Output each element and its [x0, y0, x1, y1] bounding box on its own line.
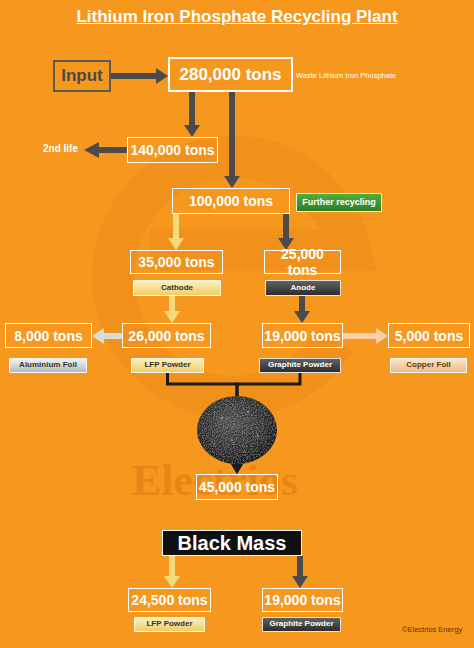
outlet-label: 2nd life [43, 143, 78, 154]
powder-speck [257, 435, 259, 437]
second-life-arrow-shaft [98, 147, 127, 153]
box-caption: Waste Lithium Iron Phosphate [296, 70, 396, 79]
box-text: 19,000 tons [264, 592, 340, 608]
material-tag: LFP Powder [131, 358, 204, 373]
quantity-box: 35,000 tons [130, 250, 223, 274]
quantity-box: 19,000 tons [262, 323, 343, 348]
quantity-box: 25,000 tons [264, 250, 341, 274]
material-tag: Copper Foil [390, 358, 467, 373]
quantity-box: 45,000 tons [196, 474, 278, 500]
process-tag: Further recycling [296, 193, 382, 212]
quantity-box: 8,000 tons [5, 323, 92, 348]
box-text: Cathode [161, 284, 193, 292]
box-text: Copper Foil [406, 361, 450, 369]
material-tag: Anode [265, 280, 341, 296]
box-text: 140,000 tons [130, 142, 214, 158]
box-text: 25,000 tons [265, 246, 340, 278]
box-text: Black Mass [178, 532, 287, 555]
box-text: 100,000 tons [189, 193, 273, 209]
box-text: 26,000 tons [128, 328, 204, 344]
box-text: Further recycling [302, 198, 376, 207]
powder-speck [213, 443, 215, 445]
powder-speck [243, 451, 245, 453]
flow-arrow [102, 333, 122, 339]
flow-arrow [173, 214, 179, 240]
copyright-note: ©Electrios Energy [402, 625, 462, 634]
black-mass-box: Black Mass [162, 530, 302, 556]
powder-pile [197, 396, 277, 464]
quantity-box: 5,000 tons [388, 323, 470, 348]
box-text: Graphite Powder [268, 361, 332, 369]
box-text: LFP Powder [146, 620, 192, 628]
flow-arrow [111, 73, 158, 79]
powder-texture [197, 396, 277, 464]
flow-arrow [229, 92, 235, 178]
flow-arrow [169, 296, 175, 313]
flow-arrow [169, 556, 175, 578]
powder-speck [231, 439, 234, 442]
powder-speck [247, 411, 249, 413]
box-text: 280,000 tons [179, 65, 281, 85]
quantity-box: 24,500 tons [128, 588, 211, 612]
quantity-box: 19,000 tons [262, 588, 343, 612]
flow-arrow [189, 92, 195, 127]
box-text: 19,000 tons [264, 328, 340, 344]
diagram-title: Lithium Iron Phosphate Recycling Plant [0, 7, 474, 27]
box-text: LFP Powder [144, 361, 190, 369]
material-tag: LFP Powder [134, 617, 205, 632]
box-text: Input [61, 66, 103, 86]
powder-speck [221, 417, 223, 419]
material-tag: Graphite Powder [262, 617, 341, 632]
logo-watermark [113, 157, 350, 397]
box-text: Anode [291, 284, 316, 292]
quantity-box: 140,000 tons [127, 137, 218, 163]
box-text: 8,000 tons [14, 328, 82, 344]
quantity-box: 280,000 tonsWaste Lithium Iron Phosphate [168, 57, 293, 92]
box-text: Aluminium Foil [19, 361, 77, 369]
quantity-box: 26,000 tons [122, 323, 211, 348]
box-text: 24,500 tons [131, 592, 207, 608]
box-text: Graphite Powder [269, 620, 333, 628]
quantity-box: 100,000 tons [172, 188, 290, 214]
material-tag: Cathode [133, 280, 221, 296]
flow-arrow [283, 214, 289, 240]
flow-arrow [299, 296, 305, 313]
flow-arrow [297, 556, 303, 578]
watermark: Electrios [132, 455, 298, 506]
box-text: 45,000 tons [199, 479, 275, 495]
material-tag: Aluminium Foil [9, 358, 87, 373]
input-box: Input [53, 60, 111, 92]
box-text: 35,000 tons [138, 254, 214, 270]
box-text: 5,000 tons [395, 328, 463, 344]
material-tag: Graphite Powder [259, 358, 341, 373]
second-life-arrow-head [84, 142, 99, 158]
flow-arrow [343, 333, 378, 339]
